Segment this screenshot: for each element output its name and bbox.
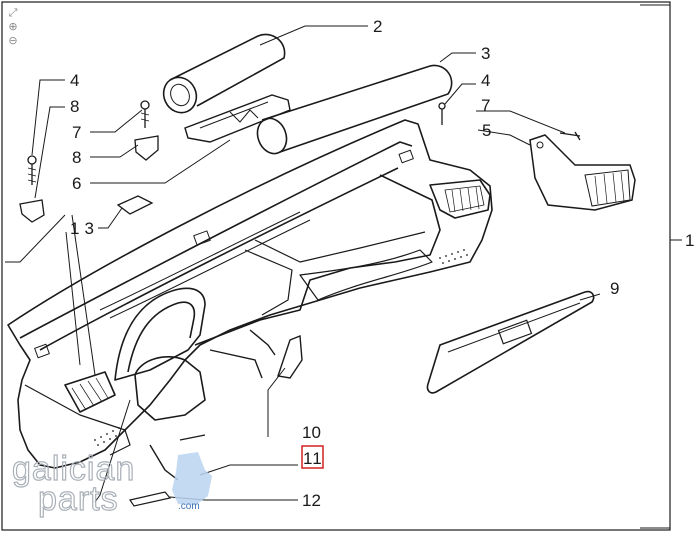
watermark-suffix: .com (178, 501, 200, 512)
callout-8-center: 8 (72, 148, 81, 167)
callout-7-left: 7 (72, 123, 81, 142)
callout-labels: 2 3 4 7 5 4 8 7 8 6 13 1 9 10 11 12 (70, 17, 694, 510)
part-5-side-vent (529, 134, 636, 211)
speaker-grille-dots (94, 249, 468, 446)
zoom-toolbar: ⤢ ⊕ ⊖ (6, 6, 22, 48)
callout-3: 3 (481, 44, 490, 63)
callout-2: 2 (373, 17, 382, 36)
callout-5: 5 (482, 121, 491, 140)
assembly-bracket (640, 4, 671, 529)
watermark-line2: parts (38, 480, 119, 518)
fit-page-icon[interactable]: ⤢ (8, 6, 18, 19)
part-6-bracket (184, 94, 291, 143)
callout-6: 6 (72, 174, 81, 193)
callout-11-highlight[interactable] (301, 445, 324, 469)
dashboard-panel (7, 119, 493, 469)
part-2-cover (162, 33, 286, 114)
leader-lines (5, 25, 601, 503)
callout-4-left: 4 (70, 71, 79, 90)
watermark-map-shape (172, 452, 212, 505)
callout-1: 1 (685, 231, 694, 250)
callout-12: 12 (302, 491, 321, 510)
callout-4-right: 4 (481, 71, 490, 90)
callout-10: 10 (302, 423, 321, 442)
callout-8-left: 8 (70, 97, 79, 116)
zoom-in-icon[interactable]: ⊕ (8, 20, 18, 33)
part-12-clip (129, 491, 172, 507)
watermark-line1: galician (12, 450, 135, 488)
wiring-lines (149, 329, 276, 481)
part-10-trim (277, 334, 303, 379)
callout-7-right: 7 (481, 96, 490, 115)
watermark-logo: galician parts .com (11, 449, 212, 519)
zoom-out-icon[interactable]: ⊖ (8, 34, 18, 47)
callout-9: 9 (610, 279, 619, 298)
callout-11[interactable]: 11 (303, 449, 323, 468)
callout-13: 13 (70, 219, 99, 238)
fasteners-left (19, 100, 581, 223)
part-3-cover (256, 64, 453, 155)
part-9-glovebox-lid (426, 290, 595, 394)
